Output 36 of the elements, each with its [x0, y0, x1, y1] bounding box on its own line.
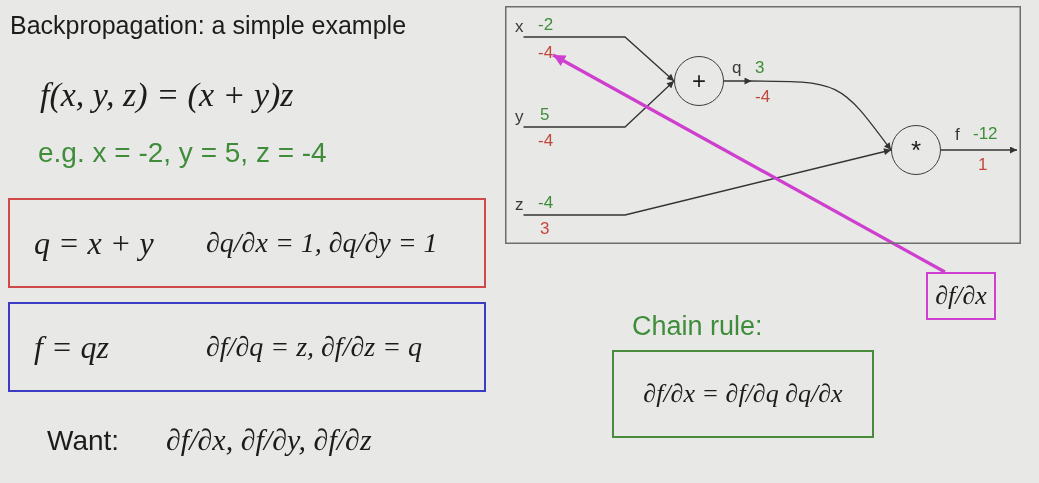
example-values: e.g. x = -2, y = 5, z = -4 [38, 136, 327, 170]
wire-arrow [522, 36, 675, 82]
formula: ∂f/∂x, ∂f/∂y, ∂f/∂z [166, 422, 372, 458]
section-heading: Chain rule: [632, 310, 763, 343]
operation-node: * [891, 125, 941, 175]
gradient-value: 1 [978, 154, 988, 175]
wire-arrow [522, 80, 675, 128]
derivative-formula: ∂q/∂x = 1, ∂q/∂y = 1 [206, 226, 438, 260]
forward-value: 5 [540, 104, 550, 125]
gradient-value: -4 [538, 42, 554, 63]
forward-value: -12 [973, 123, 998, 144]
gradient-value: -4 [755, 86, 771, 107]
operation-node: + [674, 56, 724, 106]
derivative-box: ∂f/∂x [926, 272, 996, 320]
equation: q = x + y [34, 224, 154, 263]
variable-label: x [515, 16, 524, 37]
graph-panel [505, 6, 1021, 244]
equation: f = qz [34, 328, 109, 367]
wire-arrow [723, 78, 892, 151]
wire-arrow [940, 146, 1018, 154]
forward-value: -4 [538, 192, 554, 213]
variable-label: y [515, 106, 524, 127]
leader-arrow [552, 53, 946, 274]
gradient-value: 3 [540, 218, 550, 239]
forward-value: -2 [538, 14, 554, 35]
variable-label: z [515, 194, 524, 215]
forward-value: 3 [755, 57, 765, 78]
formula-box [8, 302, 486, 392]
want-label: Want: [47, 424, 120, 458]
derivative-formula: ∂f/∂q = z, ∂f/∂z = q [206, 330, 423, 364]
slide-title: Backpropagation: a simple example [10, 10, 407, 41]
formula: f(x, y, z) = (x + y)z [40, 75, 294, 115]
gradient-value: -4 [538, 130, 554, 151]
chain-rule-formula: ∂f/∂x = ∂f/∂q ∂q/∂x [643, 379, 843, 409]
wire-arrow [522, 148, 892, 216]
formula-box [8, 198, 486, 288]
